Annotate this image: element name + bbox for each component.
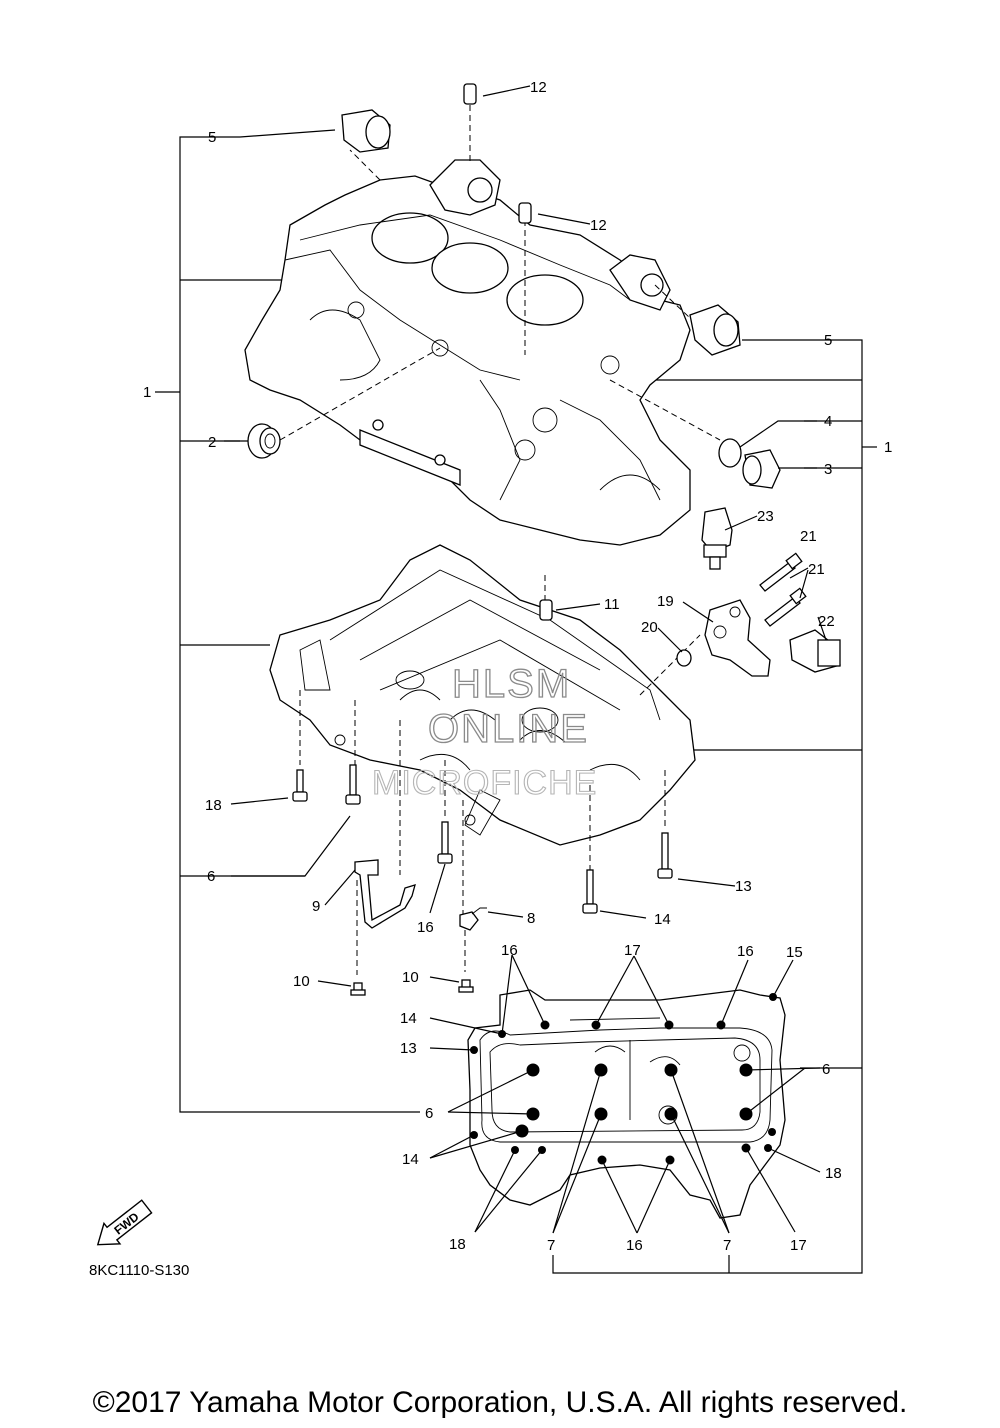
bolt-13 xyxy=(657,832,673,879)
callout-21: 21 xyxy=(808,561,825,578)
lower-crankcase xyxy=(269,544,701,975)
callout-16: 16 xyxy=(501,942,518,959)
oil-pipe-9 xyxy=(354,859,416,929)
callout-5: 5 xyxy=(824,332,832,349)
callout-10: 10 xyxy=(402,969,419,986)
bolt-18 xyxy=(292,769,308,802)
watermark: HLSM ONLINE MICROFICHE xyxy=(371,661,597,802)
bushing-5a xyxy=(341,109,391,153)
callout-18: 18 xyxy=(449,1236,466,1253)
sensor-23 xyxy=(701,507,733,570)
callout-8: 8 xyxy=(527,910,535,927)
callout-11: 11 xyxy=(604,596,620,613)
callout-18: 18 xyxy=(825,1165,842,1182)
o-ring-20 xyxy=(676,649,692,667)
dowel-pin-12a xyxy=(463,83,477,105)
bracket-8 xyxy=(459,911,479,931)
svg-text:HLSM: HLSM xyxy=(452,662,571,706)
bolt-6 xyxy=(345,764,361,805)
callout-21: 21 xyxy=(800,528,817,545)
callout-16: 16 xyxy=(417,919,434,936)
callout-14: 14 xyxy=(402,1151,419,1168)
plug-3 xyxy=(742,449,781,489)
screw-10b xyxy=(458,979,474,993)
callout-6: 6 xyxy=(207,868,215,885)
lower-small-parts xyxy=(292,507,841,996)
callout-23: 23 xyxy=(757,508,774,525)
callout-1: 1 xyxy=(884,439,892,456)
screw-10a xyxy=(350,982,366,996)
callout-1: 1 xyxy=(143,384,151,401)
callout-15: 15 xyxy=(786,944,803,961)
callout-16: 16 xyxy=(626,1237,643,1254)
bottom-view xyxy=(467,989,786,1219)
callout-14: 14 xyxy=(400,1010,417,1027)
svg-text:ONLINE: ONLINE xyxy=(428,707,589,751)
bolt-21b xyxy=(764,587,807,627)
bolt-16 xyxy=(437,821,453,864)
o-ring-4 xyxy=(718,438,742,468)
callout-7: 7 xyxy=(547,1237,555,1254)
callout-17: 17 xyxy=(624,942,641,959)
callout-2: 2 xyxy=(208,434,216,451)
callout-6: 6 xyxy=(425,1105,433,1122)
callout-9: 9 xyxy=(312,898,320,915)
leader-lines xyxy=(224,85,827,1234)
copyright-notice: ©2017 Yamaha Motor Corporation, U.S.A. A… xyxy=(92,1386,908,1419)
plug-2 xyxy=(247,423,281,459)
callout-13: 13 xyxy=(400,1040,417,1057)
sensor-22 xyxy=(789,629,841,673)
fwd-arrow-icon: FWD xyxy=(96,1199,153,1246)
callout-3: 3 xyxy=(824,461,832,478)
bolt-21a xyxy=(759,552,803,592)
callout-14: 14 xyxy=(654,911,671,928)
callout-4: 4 xyxy=(824,413,832,430)
callout-12: 12 xyxy=(590,217,607,234)
callout-12: 12 xyxy=(530,79,547,96)
callout-labels: 12 12 5 5 1 1 2 4 3 23 21 21 19 11 22 20… xyxy=(143,79,892,1254)
callout-20: 20 xyxy=(641,619,658,636)
dowel-pin-12b xyxy=(518,202,532,224)
callout-7: 7 xyxy=(723,1237,731,1254)
dowel-11 xyxy=(539,599,553,621)
bolt-14 xyxy=(582,869,598,914)
upper-small-parts xyxy=(247,83,781,489)
upper-crankcase xyxy=(244,105,721,546)
bushing-5b xyxy=(689,304,741,356)
callout-10: 10 xyxy=(293,973,310,990)
callout-17: 17 xyxy=(790,1237,807,1254)
callout-13: 13 xyxy=(735,878,752,895)
callout-18: 18 xyxy=(205,797,222,814)
callout-16: 16 xyxy=(737,943,754,960)
callout-5: 5 xyxy=(208,129,216,146)
housing-19 xyxy=(704,599,771,677)
callout-22: 22 xyxy=(818,613,835,630)
callout-19: 19 xyxy=(657,593,674,610)
diagram-code: 8KC1110-S130 xyxy=(89,1262,190,1279)
svg-text:MICROFICHE: MICROFICHE xyxy=(372,764,597,802)
callout-6: 6 xyxy=(822,1061,830,1078)
